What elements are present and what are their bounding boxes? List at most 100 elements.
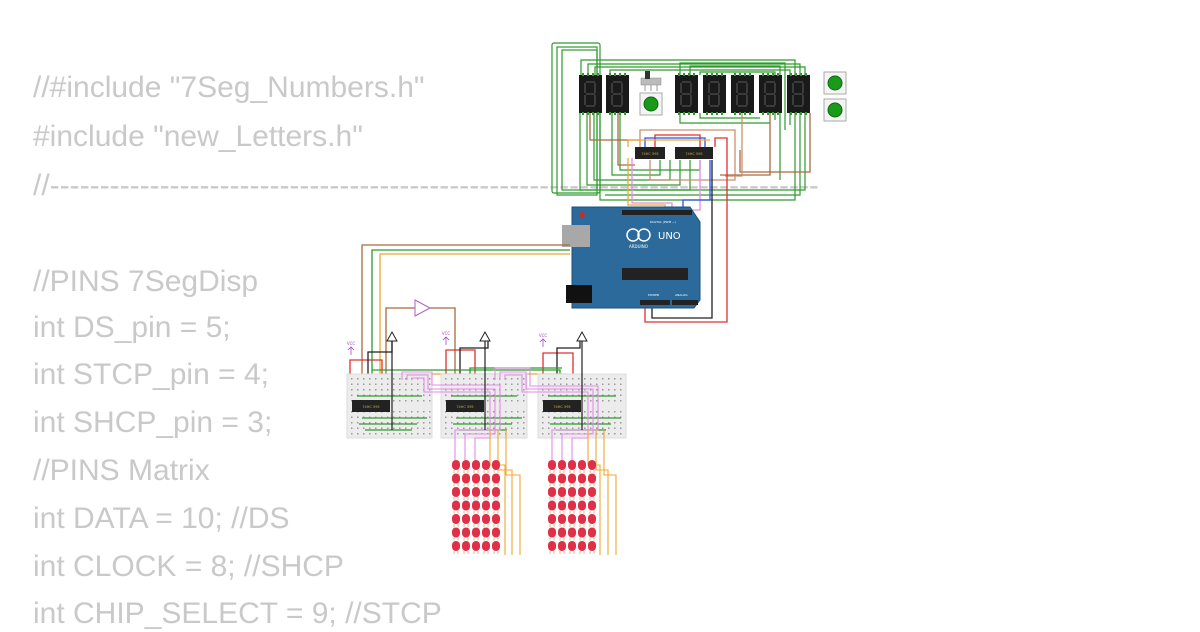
- code-line: int STCP_pin = 4;: [33, 358, 269, 391]
- led: [462, 473, 470, 487]
- led: [482, 473, 490, 487]
- shift-register: [543, 400, 581, 412]
- breadboard: 74HC 595: [346, 373, 433, 439]
- led: [588, 460, 596, 473]
- led: [568, 514, 576, 527]
- buffer-gate: [414, 299, 432, 317]
- led: [462, 541, 470, 554]
- led: [558, 473, 566, 487]
- led: [472, 514, 480, 527]
- led: [588, 527, 596, 541]
- led: [482, 514, 490, 527]
- code-line: int SHCP_pin = 3;: [33, 406, 273, 439]
- svg-text:VCC: VCC: [442, 331, 451, 336]
- led: [558, 487, 566, 500]
- seven-segment-display: [703, 73, 726, 115]
- led: [492, 460, 500, 473]
- led: [578, 527, 586, 541]
- led: [548, 473, 556, 487]
- led: [548, 500, 556, 514]
- arduino-uno[interactable]: UNO ARDUINO DIGITAL (PWM ~) POWER ANALOG: [562, 206, 701, 309]
- led: [462, 514, 470, 527]
- led: [568, 460, 576, 473]
- led: [462, 460, 470, 473]
- led: [452, 527, 460, 541]
- led: [492, 541, 500, 554]
- shift-register-top-1: 74HC 595: [635, 147, 665, 159]
- svg-text:POWER: POWER: [648, 293, 659, 297]
- led: [492, 473, 500, 487]
- led: [558, 527, 566, 541]
- led: [548, 514, 556, 527]
- reset-button: [579, 212, 585, 218]
- chip-label: 74HC 595: [456, 405, 473, 409]
- pushbutton-center[interactable]: [639, 92, 663, 116]
- led: [452, 473, 460, 487]
- slide-switch[interactable]: [640, 71, 662, 91]
- svg-text:74HC 595: 74HC 595: [641, 152, 658, 156]
- led: [578, 541, 586, 554]
- vcc-symbol: VCC: [442, 331, 451, 345]
- seven-segment-display: [675, 73, 698, 115]
- code-line: //--------------------------------------…: [33, 169, 819, 202]
- led: [492, 487, 500, 500]
- ground-symbol: [479, 330, 491, 430]
- shift-register: [352, 400, 390, 412]
- led: [482, 541, 490, 554]
- code-line: //PINS 7SegDisp: [33, 265, 259, 298]
- led: [452, 514, 460, 527]
- digital-header: [622, 210, 692, 215]
- led: [462, 527, 470, 541]
- chip-label: 74HC 595: [362, 405, 379, 409]
- code-line: #include "new_Letters.h": [33, 120, 363, 153]
- led: [588, 541, 596, 554]
- led: [568, 541, 576, 554]
- led: [492, 527, 500, 541]
- led: [452, 487, 460, 500]
- led: [452, 460, 460, 473]
- led: [548, 541, 556, 554]
- led: [462, 487, 470, 500]
- led: [548, 527, 556, 541]
- code-line: int CLOCK = 8; //SHCP: [33, 550, 344, 583]
- wires-green-top: [551, 42, 806, 201]
- code-line: int CHIP_SELECT = 9; //STCP: [33, 597, 442, 630]
- analog-header: [672, 300, 698, 305]
- svg-text:VCC: VCC: [347, 341, 356, 346]
- led: [472, 460, 480, 473]
- shift-register: [446, 400, 484, 412]
- led: [472, 500, 480, 514]
- ground-symbol: [576, 330, 588, 430]
- power-header: [640, 300, 670, 305]
- led: [472, 473, 480, 487]
- led: [558, 541, 566, 554]
- pushbutton-right-bottom[interactable]: [823, 98, 847, 122]
- svg-text:UNO: UNO: [658, 231, 681, 242]
- vcc-symbol: VCC: [347, 341, 356, 355]
- atmega-chip: [622, 268, 688, 280]
- led: [568, 527, 576, 541]
- code-line: //PINS Matrix: [33, 454, 210, 487]
- ground-symbol: [386, 330, 398, 430]
- led: [558, 500, 566, 514]
- code-line: //#include "7Seg_Numbers.h": [33, 71, 425, 104]
- led: [568, 473, 576, 487]
- led: [568, 500, 576, 514]
- pushbutton-right-top[interactable]: [823, 71, 847, 95]
- arduino-logo-icon: [626, 228, 640, 242]
- wires-lower: [349, 244, 581, 380]
- led: [578, 500, 586, 514]
- led: [578, 514, 586, 527]
- led: [462, 500, 470, 514]
- led: [588, 473, 596, 487]
- led: [482, 487, 490, 500]
- led: [548, 487, 556, 500]
- code-line: int DATA = 10; //DS: [33, 502, 290, 535]
- led: [482, 527, 490, 541]
- led: [492, 500, 500, 514]
- led: [452, 500, 460, 514]
- led: [482, 460, 490, 473]
- usb-port: [562, 225, 590, 247]
- led: [482, 500, 490, 514]
